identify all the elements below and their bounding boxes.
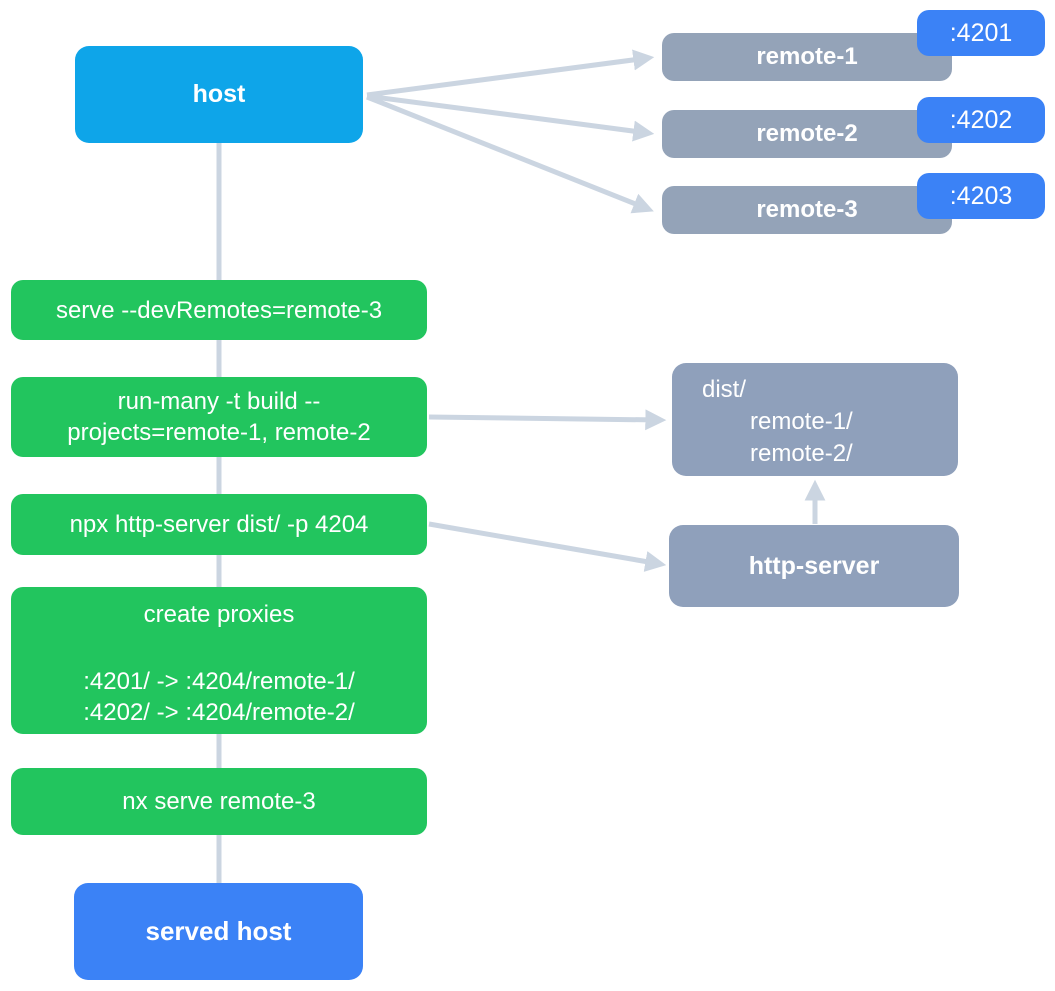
command-nx-serve-remote-3: nx serve remote-3 [11, 768, 427, 835]
dist-folder-line-3: remote-2/ [750, 440, 853, 467]
served-host-label: served host [145, 916, 292, 946]
dist-folder-node: dist/ remote-1/ remote-2/ [672, 363, 958, 476]
remote-1-label: remote-1 [756, 43, 858, 70]
command-serve-dev-remotes-label: serve --devRemotes=remote-3 [55, 296, 383, 324]
remote-2-label: remote-2 [756, 120, 858, 147]
arrow-host-to-remote-3 [366, 94, 654, 214]
command-run-many-line-2: projects=remote-1, remote-2 [67, 419, 371, 446]
remote-3-node: remote-3 [662, 186, 952, 234]
create-proxies-title: create proxies [143, 601, 295, 628]
port-badge-4201-label: :4201 [949, 18, 1013, 47]
port-badge-4203: :4203 [917, 173, 1045, 219]
command-npx-http-server-label: npx http-server dist/ -p 4204 [69, 511, 369, 538]
port-badge-4201: :4201 [917, 10, 1045, 56]
arrow-host-to-remote-2 [366, 93, 655, 142]
port-badge-4203-label: :4203 [949, 181, 1013, 210]
proxy-rule-2: :4202/ -> :4204/remote-2/ [83, 699, 355, 726]
remote-3-label: remote-3 [756, 196, 858, 223]
command-run-many-build: run-many -t build -- projects=remote-1, … [11, 377, 427, 457]
arrow-npx-to-http-server [428, 521, 667, 572]
command-create-proxies: create proxies :4201/ -> :4204/remote-1/… [11, 587, 427, 734]
port-badge-4202-label: :4202 [949, 105, 1013, 134]
dist-folder-line-2: remote-1/ [750, 408, 853, 435]
command-serve-dev-remotes: serve --devRemotes=remote-3 [11, 280, 427, 340]
http-server-label: http-server [748, 551, 880, 580]
remote-2-node: remote-2 [662, 110, 952, 158]
arrow-host-to-remote-1 [366, 49, 655, 98]
proxy-rule-1: :4201/ -> :4204/remote-1/ [83, 668, 355, 695]
host-label: host [192, 80, 246, 108]
http-server-node: http-server [669, 525, 959, 607]
command-run-many-line-1: run-many -t build -- [117, 388, 321, 415]
command-nx-serve-remote-3-label: nx serve remote-3 [122, 788, 316, 815]
dist-folder-line-1: dist/ [702, 376, 747, 403]
command-npx-http-server: npx http-server dist/ -p 4204 [11, 494, 427, 555]
served-host-node: served host [74, 883, 363, 980]
remote-1-node: remote-1 [662, 33, 952, 81]
host-node: host [75, 46, 363, 143]
port-badge-4202: :4202 [917, 97, 1045, 143]
arrow-run-many-to-dist [428, 409, 667, 431]
